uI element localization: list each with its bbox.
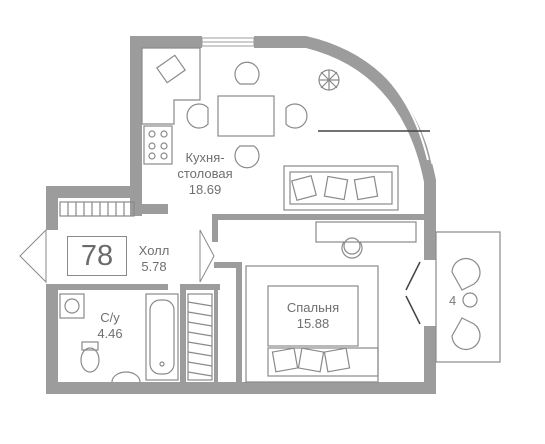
- wall-bedroom-left: [212, 220, 218, 242]
- balcony-number: 4: [449, 293, 457, 308]
- kitchen-area: 18.69: [188, 182, 222, 197]
- bed: [245, 265, 379, 383]
- wall-left-bath: [46, 284, 58, 394]
- dining-table: [217, 95, 275, 137]
- washing-machine-icon: [59, 293, 85, 319]
- kitchen-sofa: [283, 165, 399, 211]
- chair-bottom: [234, 145, 260, 169]
- bedroom-chair: [341, 241, 363, 259]
- chair-top: [234, 61, 260, 85]
- closet-rack: [187, 293, 213, 381]
- kitchen-name-line2: столовая: [177, 166, 233, 181]
- bathtub-icon: [145, 293, 179, 381]
- curved-window-2: [349, 45, 433, 165]
- sink-bath: [111, 371, 141, 383]
- wall-bedroom-left-low: [236, 262, 242, 384]
- balcony-chair-bottom: [451, 317, 481, 351]
- wall-kitchen-bottom: [212, 214, 424, 220]
- balcony-chair-top: [451, 257, 481, 291]
- apartment-number: 78: [80, 239, 114, 272]
- hall-radiator: [59, 201, 135, 217]
- hall-area: 5.78: [141, 259, 167, 274]
- wall-kitchen-stub: [142, 204, 168, 214]
- balcony-outline: [435, 231, 501, 363]
- chair-left: [186, 103, 209, 129]
- curved-window: [357, 53, 429, 161]
- toilet-icon: [80, 341, 100, 373]
- wall-closet-right: [214, 290, 218, 382]
- furniture: [59, 47, 501, 383]
- wall-top-kitchen: [130, 36, 202, 48]
- bedroom-label: Спальня 15.88: [276, 300, 350, 332]
- bedroom-desk: [315, 221, 417, 243]
- kitchen-name-line1: Кухня-: [185, 150, 225, 165]
- stove-icon: [143, 125, 173, 165]
- wall-bath-right: [180, 284, 186, 382]
- hall-name: Холл: [138, 243, 170, 258]
- wall-left-kitchen: [130, 36, 142, 216]
- wall-bath-top: [58, 284, 168, 290]
- wall-top-kitchen-2: [254, 36, 306, 48]
- hall-entrance: [19, 228, 215, 284]
- wall-bottom: [46, 382, 436, 394]
- kitchen-counter: [141, 47, 201, 125]
- wall-left-hall-top: [46, 186, 58, 230]
- plant-icon: [318, 69, 340, 91]
- kitchen-label: Кухня- столовая 18.69: [170, 150, 240, 198]
- hall-label: Холл 5.78: [132, 243, 176, 275]
- wall-upper-hall: [46, 186, 142, 198]
- chair-right: [285, 103, 308, 129]
- bathroom-area: 4.46: [97, 326, 123, 341]
- apartment-number-box: 78: [67, 236, 127, 276]
- wall-bath-top-right: [180, 284, 220, 290]
- walls: [46, 36, 436, 394]
- bedroom-area: 15.88: [296, 316, 330, 331]
- bathroom-label: С/у 4.46: [90, 310, 130, 342]
- wall-right-mid: [424, 226, 436, 260]
- sink-icon: [155, 54, 187, 84]
- bathroom-name: С/у: [100, 310, 120, 325]
- wall-right-lower: [424, 326, 436, 394]
- bedroom-name: Спальня: [286, 300, 340, 315]
- wall-corridor: [214, 262, 242, 268]
